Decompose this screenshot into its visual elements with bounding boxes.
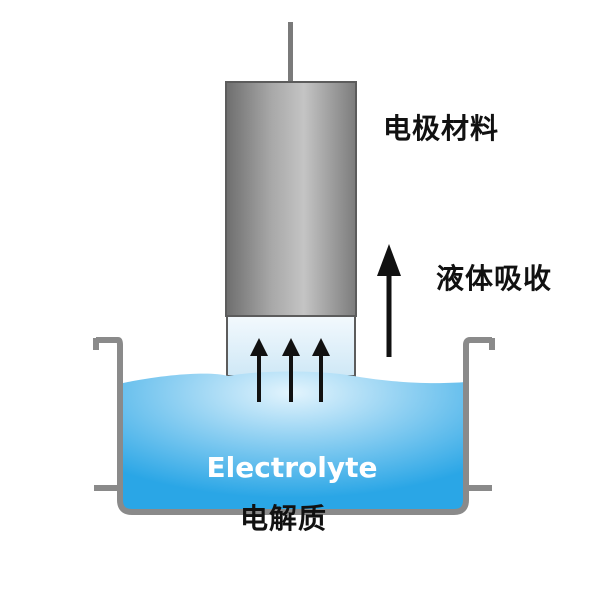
electrode-material-label: 电极材料: [383, 112, 500, 145]
electrolyte-label-en: Electrolyte: [207, 451, 378, 484]
up-arrow-icon: [250, 338, 268, 402]
electrode-body: [225, 81, 357, 317]
electrolyte-label-cn: 电解质: [240, 502, 328, 535]
electrolyte-liquid: [118, 371, 466, 512]
up-arrow-icon: [282, 338, 300, 402]
liquid-absorption-label: 液体吸收: [436, 262, 553, 295]
container-outline: [96, 337, 492, 515]
electrode-rod: [288, 22, 293, 84]
up-arrow-icon: [312, 338, 330, 402]
up-arrow-icon: [377, 244, 401, 357]
